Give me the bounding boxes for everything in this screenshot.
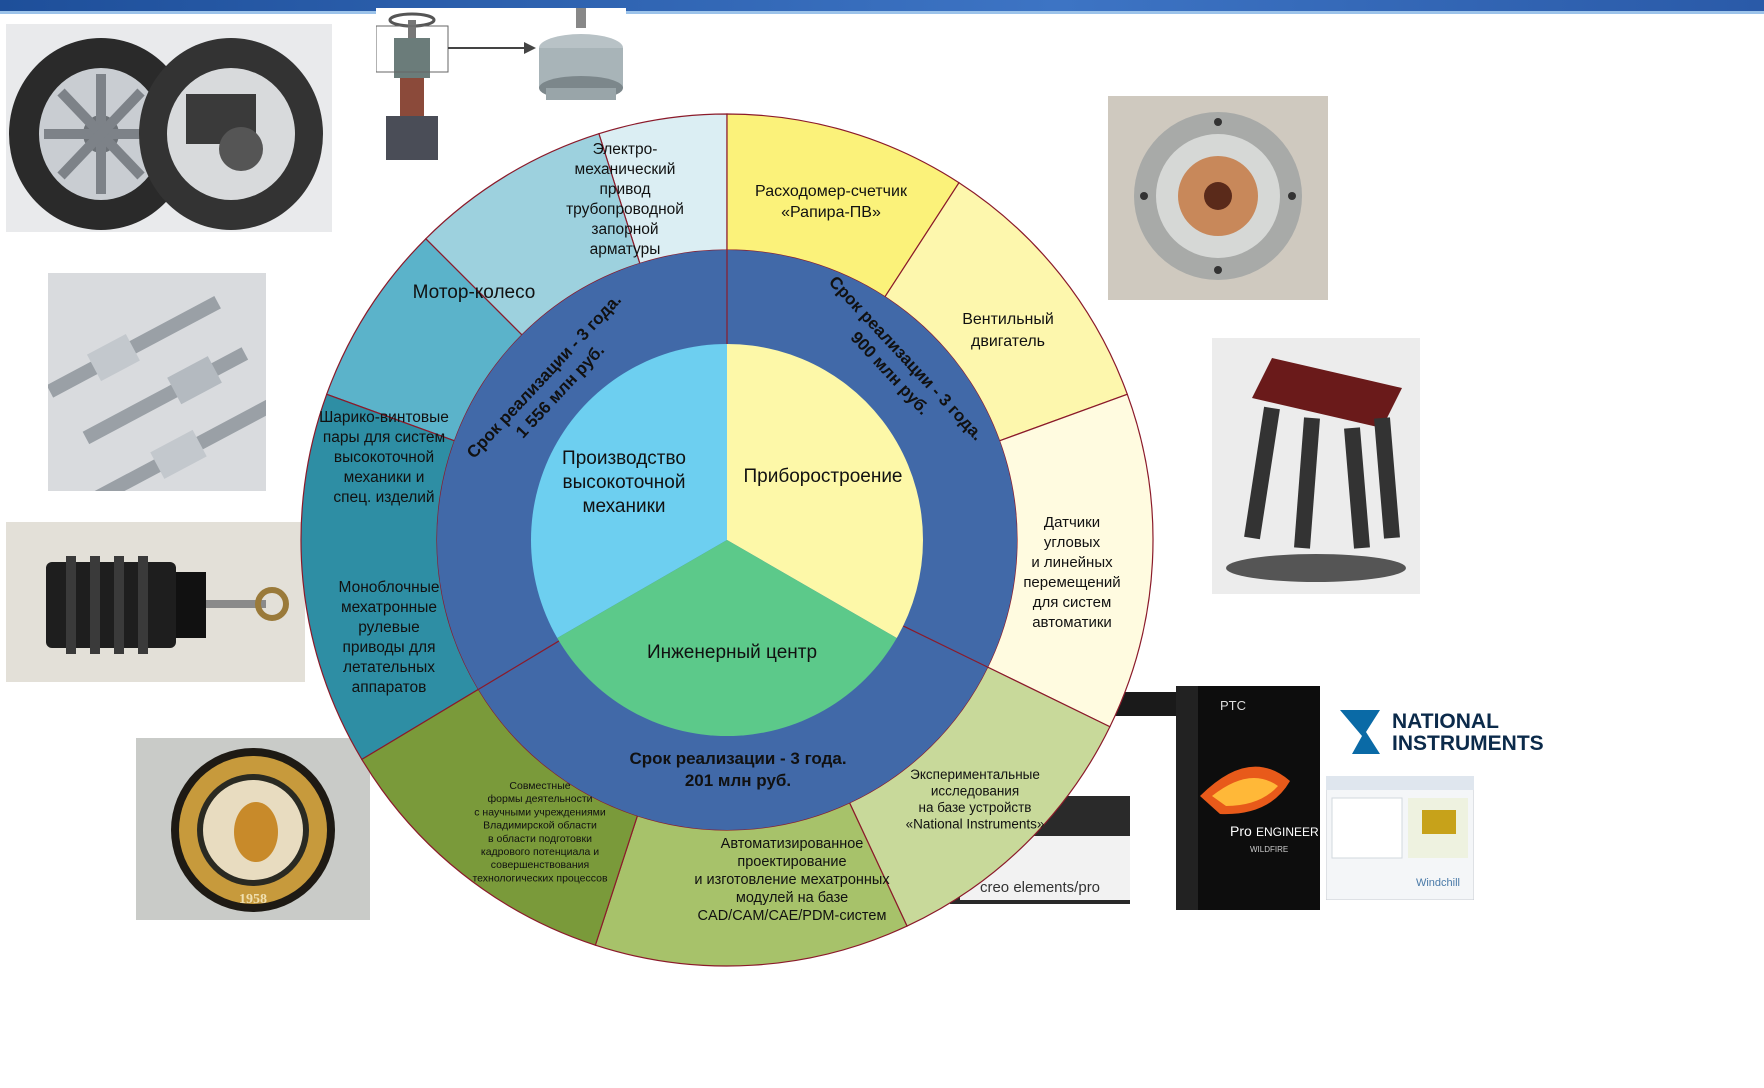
wildfire-label: WILDFIRE: [1250, 845, 1288, 854]
center-label-instruments: Приборостроение: [744, 466, 903, 487]
center-label-engineering: Инженерный центр: [647, 642, 817, 663]
steering-actuator-photo: [6, 522, 305, 682]
hexapod-photo: [1212, 338, 1420, 594]
valve-motor-photo: [1108, 96, 1328, 300]
motor-wheel-photo: [6, 24, 332, 232]
ptc-brand: PTC: [1220, 698, 1246, 713]
university-seal-photo: 1958: [136, 738, 370, 920]
outer-label-motor_wheel: Мотор-колесо: [413, 282, 536, 303]
pro-label: Pro: [1230, 823, 1252, 839]
windchill-label: Windchill: [1416, 877, 1460, 889]
windchill-screenshot: Windchill: [1326, 776, 1474, 900]
center-sector-manufacturing: [531, 344, 727, 638]
seal-year: 1958: [239, 892, 267, 907]
center-sector-instruments: [727, 344, 923, 638]
national-instruments-logo: NATIONAL INSTRUMENTS: [1336, 702, 1564, 762]
creo-label: creo elements/pro: [980, 879, 1100, 896]
ni-line-2: INSTRUMENTS: [1392, 732, 1544, 755]
engineer-label: ENGINEER: [1256, 825, 1319, 839]
center-sector-engineering: [557, 540, 897, 736]
ni-line-1: NATIONAL: [1392, 710, 1499, 733]
outer-segment-monoblock: [300, 393, 480, 761]
ball-screw-photo: [48, 273, 266, 491]
middle-divider-2: [478, 640, 560, 690]
outer-label-flowmeter: Расходомер-счетчик«Рапира-ПВ»: [755, 183, 908, 221]
middle-divider-1: [902, 625, 988, 668]
middle-label-bottom: Срок реализации - 3 года.201 млн руб.: [629, 749, 846, 790]
